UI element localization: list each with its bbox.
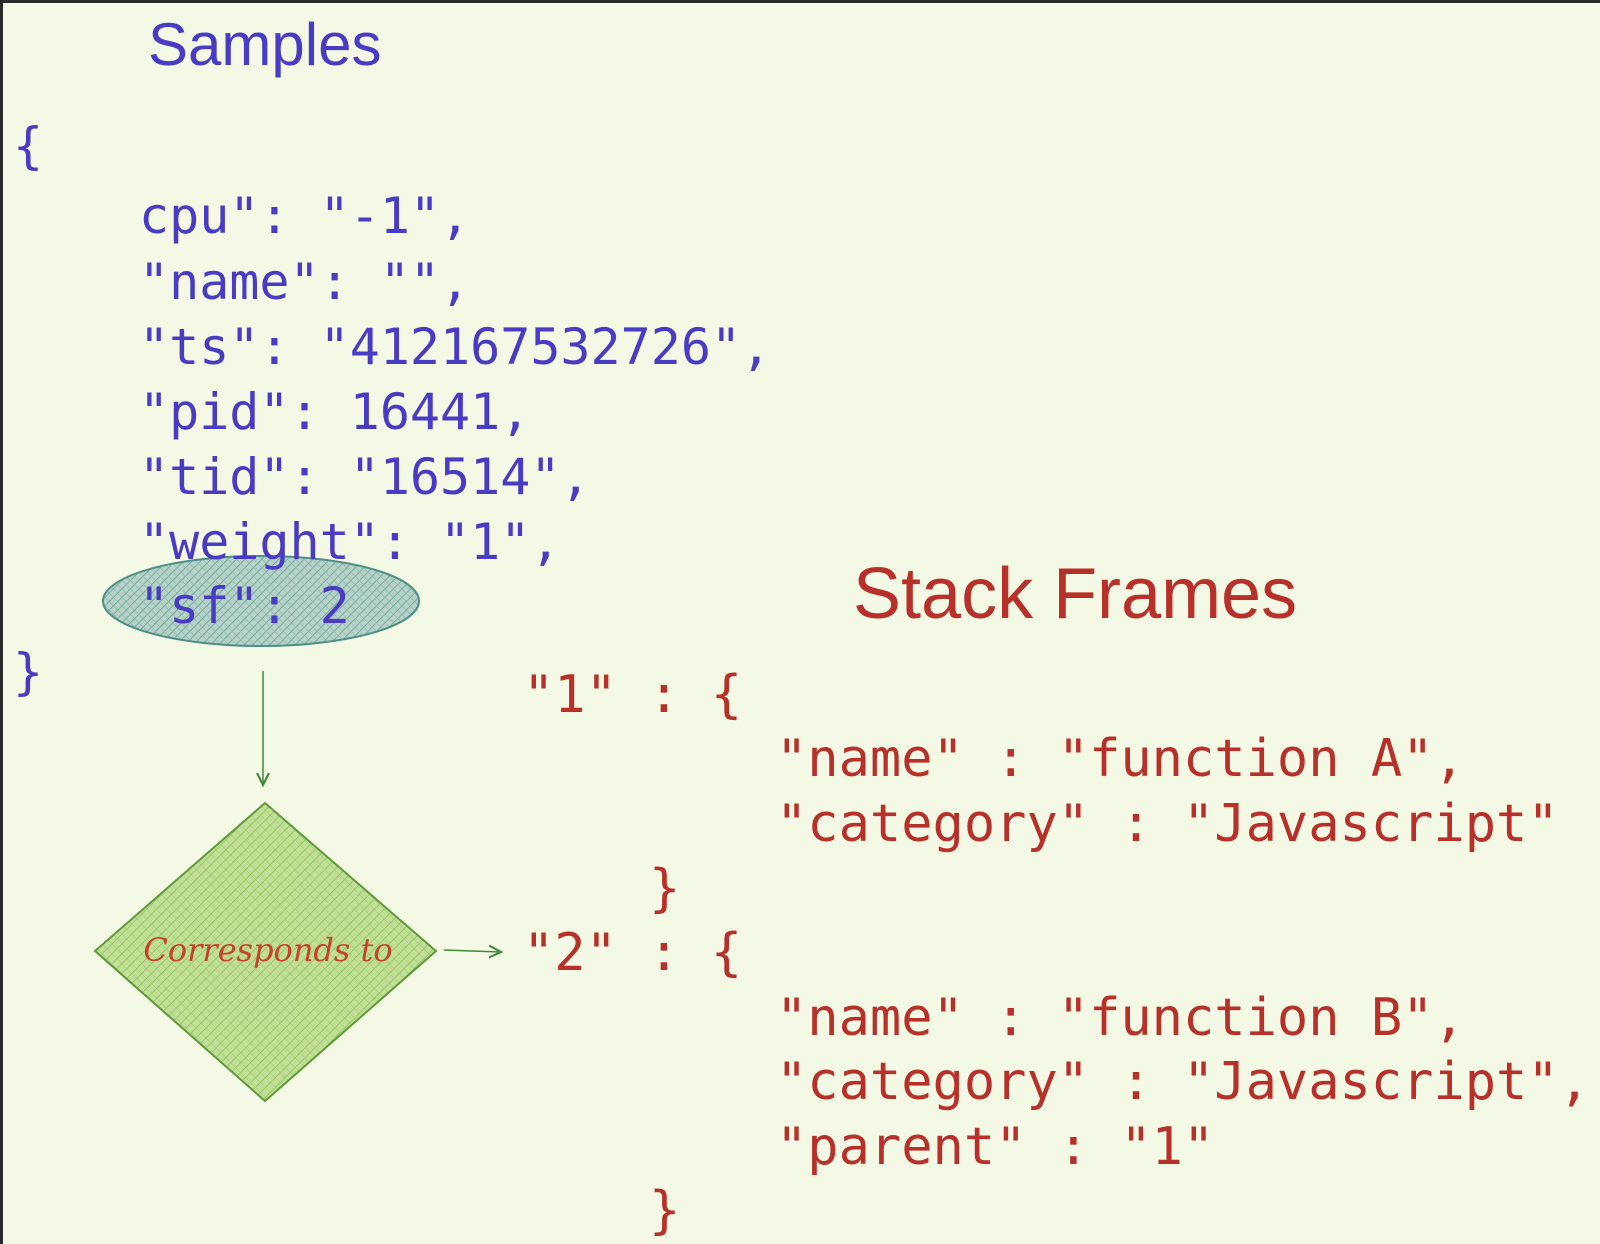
frame-1-category: "category" : "Javascript" bbox=[776, 794, 1559, 854]
samples-line-weight: "weight": "1", bbox=[139, 513, 561, 571]
samples-open-brace: { bbox=[13, 117, 44, 175]
frame-1-header: "1" : { bbox=[523, 665, 743, 725]
stack-frames-title: Stack Frames bbox=[853, 554, 1298, 634]
frame-1-close-brace: } bbox=[649, 859, 681, 919]
samples-line-pid: "pid": 16441, bbox=[139, 383, 531, 441]
samples-line-cpu: cpu": "-1", bbox=[139, 187, 471, 245]
diamond-to-frame-arrow bbox=[443, 950, 501, 952]
samples-line-ts: "ts": "412167532726", bbox=[139, 318, 772, 376]
frame-2-name: "name" : "function B", bbox=[776, 988, 1465, 1048]
samples-line-name: "name": "", bbox=[139, 253, 471, 311]
samples-line-tid: "tid": "16514", bbox=[139, 448, 591, 506]
samples-line-sf: "sf": 2 bbox=[139, 577, 350, 635]
diagram-shapes bbox=[93, 555, 1600, 1103]
samples-title: Samples bbox=[148, 11, 382, 78]
frame-2-header: "2" : { bbox=[523, 923, 743, 983]
frame-2-close-brace: } bbox=[649, 1181, 681, 1241]
sf-highlight-ellipse bbox=[102, 555, 420, 647]
corresponds-to-label: Corresponds to bbox=[143, 931, 393, 969]
frame-2-parent: "parent" : "1" bbox=[776, 1117, 1215, 1177]
samples-close-brace: } bbox=[13, 643, 44, 701]
frame-2-category: "category" : "Javascript", bbox=[776, 1052, 1590, 1112]
frame-1-name: "name" : "function A", bbox=[776, 729, 1465, 789]
corresponds-diamond bbox=[93, 801, 438, 1103]
